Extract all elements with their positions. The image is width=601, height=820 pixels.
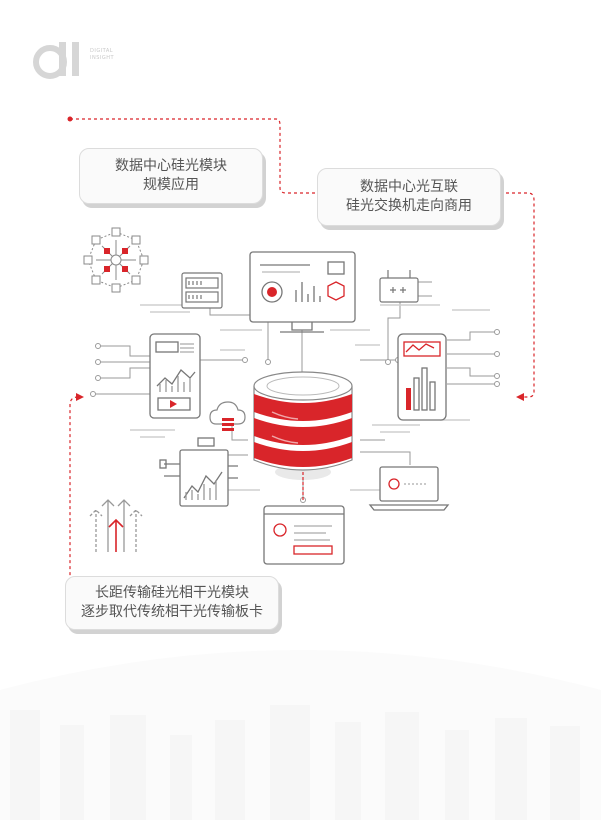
webpage-icon <box>263 505 345 565</box>
callout-top-left: 数据中心硅光模块 规模应用 <box>79 148 263 204</box>
callout-bottom-left-line-1: 长距传输硅光相干光模块 <box>95 585 249 601</box>
callout-top-right-line-2: 硅光交换机走向商用 <box>346 198 472 214</box>
machine-chart-icon <box>159 437 238 507</box>
server-rack-icon <box>181 272 223 309</box>
network-node-icon <box>83 227 149 293</box>
upload-arrows-icon <box>89 499 143 552</box>
callout-top-left-line-2: 规模应用 <box>143 177 199 193</box>
monitor-dashboard-icon <box>249 251 356 333</box>
callout-bottom-left-line-2: 逐步取代传统相干光传输板卡 <box>81 604 263 620</box>
connector-arrowhead-left <box>76 393 84 401</box>
logo-line-1: DIGITAL <box>90 48 114 54</box>
smartphone-bar-chart-icon <box>397 333 447 421</box>
connector-arrowhead-right <box>516 393 524 401</box>
database-icon <box>253 371 353 500</box>
cloud-icon <box>209 401 246 431</box>
logo-text: DIGITAL INSIGHT <box>90 48 114 62</box>
connector-start-dot <box>67 116 73 122</box>
background-skyline <box>0 650 601 820</box>
decorative-dashes <box>130 304 490 491</box>
router-icon <box>379 270 419 303</box>
tablet-chart-icon <box>149 333 201 419</box>
logo-line-2: INSIGHT <box>90 55 115 61</box>
digital-insight-logo-icon <box>33 42 79 79</box>
callout-top-right: 数据中心光互联 硅光交换机走向商用 <box>317 168 501 226</box>
callout-top-left-line-1: 数据中心硅光模块 <box>115 158 227 174</box>
laptop-icon <box>368 466 450 511</box>
callout-top-right-line-1: 数据中心光互联 <box>360 179 458 195</box>
callout-bottom-left: 长距传输硅光相干光模块 逐步取代传统相干光传输板卡 <box>65 576 279 630</box>
